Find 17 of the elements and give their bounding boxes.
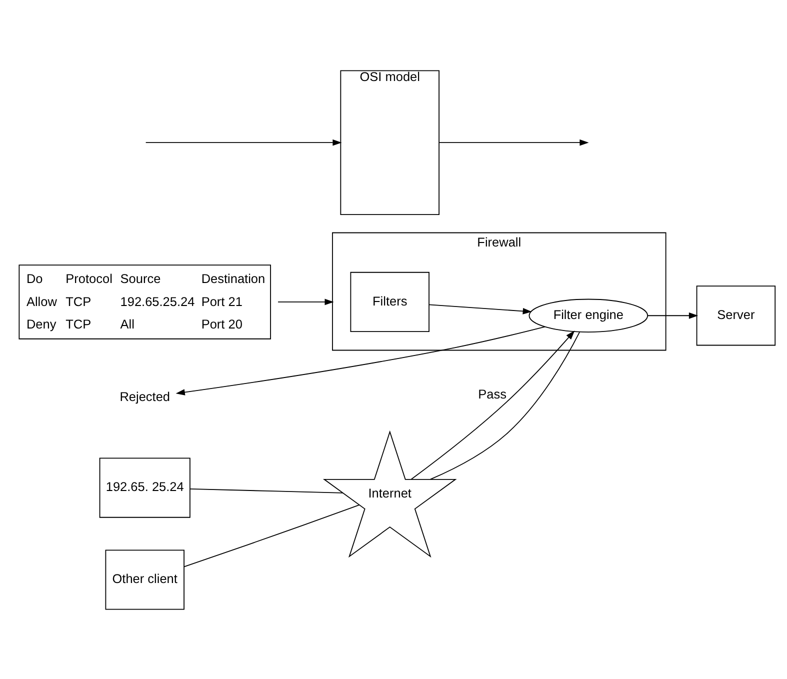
node-box: Server bbox=[696, 285, 776, 346]
arrow bbox=[647, 312, 698, 318]
arrow bbox=[176, 326, 546, 395]
arrow bbox=[428, 304, 532, 314]
node-box: Do Protocol Source Destination Allow TCP 192.65.25.24 Port 21 Deny TCP All Port 20 bbox=[18, 264, 271, 339]
node-ellipse: Filter engine bbox=[528, 298, 648, 332]
edge-label: Pass bbox=[478, 386, 506, 402]
arrow bbox=[145, 138, 342, 146]
node-box: OSI model bbox=[340, 70, 440, 214]
node-text: Rejected bbox=[120, 388, 170, 404]
arrow bbox=[278, 298, 334, 305]
node-box: Other client bbox=[105, 549, 184, 610]
node-box: 192.65. 25.24 bbox=[99, 457, 190, 518]
connector bbox=[190, 488, 344, 493]
connector bbox=[184, 504, 360, 567]
arrow bbox=[438, 138, 589, 146]
node-box: Filters bbox=[350, 271, 430, 332]
